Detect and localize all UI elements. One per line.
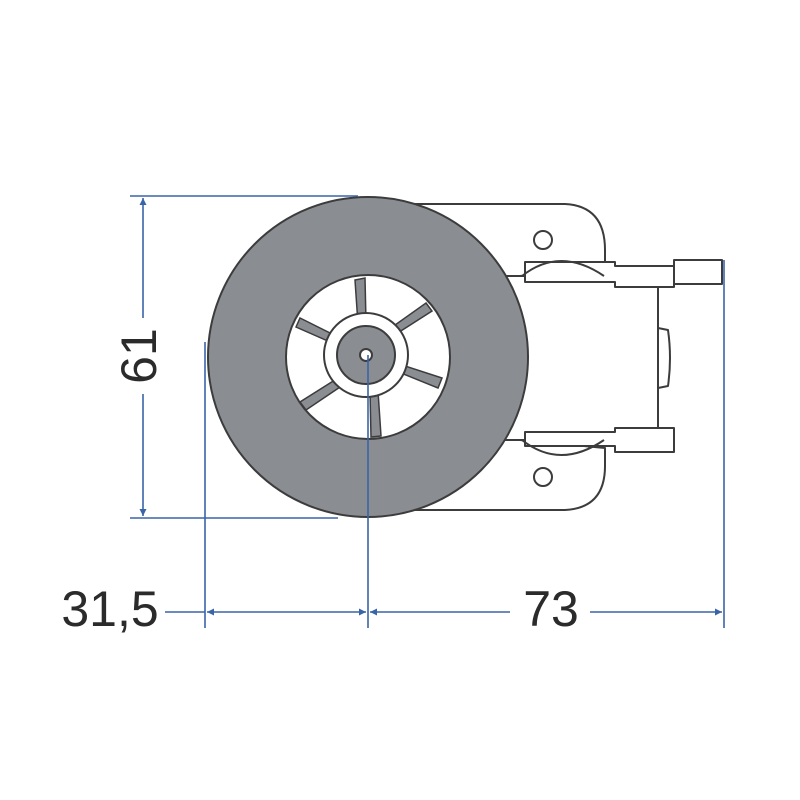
dimension-lines <box>130 195 725 628</box>
lower-flange <box>524 427 675 453</box>
upper-mount-hole <box>533 230 553 250</box>
lower-roller <box>521 439 605 456</box>
fork-side-boss <box>657 327 671 389</box>
lower-mount-hole <box>533 467 553 487</box>
dimension-height-label: 61 <box>111 328 167 384</box>
upper-roller <box>521 260 605 277</box>
axle-hole <box>359 348 373 362</box>
dimension-offset-label: 31,5 <box>61 581 158 637</box>
upper-flange <box>524 261 675 288</box>
mount-stem <box>673 259 723 285</box>
dimension-length-label: 73 <box>523 581 579 637</box>
